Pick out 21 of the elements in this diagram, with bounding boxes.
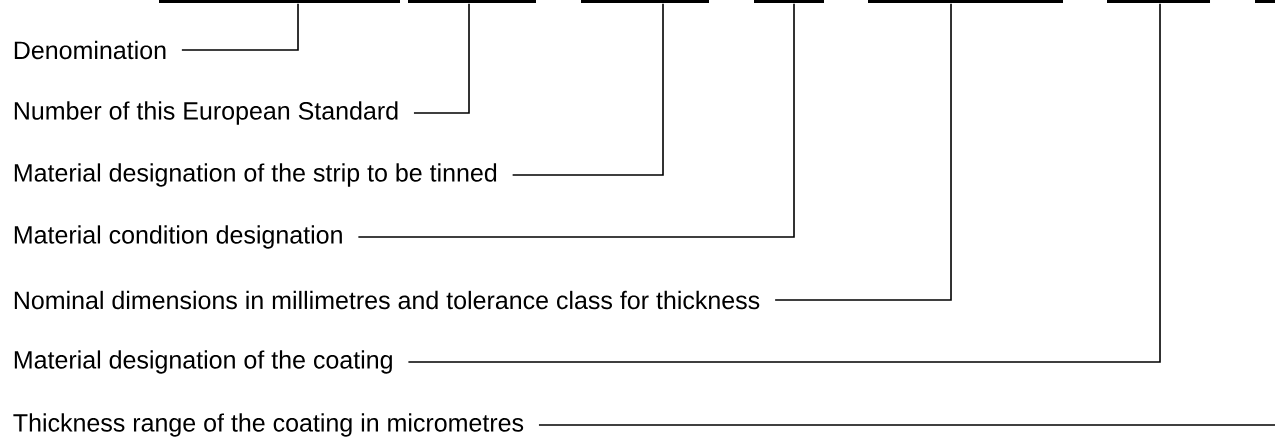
leader-line [181,3,299,51]
blank-line [408,0,536,3]
blank-line [754,0,824,3]
leader-line [511,3,664,176]
blank-line [1255,0,1275,3]
label-text: Material designation of the coating [14,350,392,374]
blank-line [1107,0,1210,3]
leader-line [774,3,952,301]
leader-line [407,3,1161,363]
leader-line [413,3,470,114]
blank-line [581,0,709,3]
label-text: Material designation of the strip to be tinned [14,163,497,187]
label-text: Number of this European Standard [14,101,398,125]
label-text: Nominal dimensions in millimetres and tolerance class for thickness [14,290,760,310]
leader-line [538,424,1275,426]
blank-line [159,0,400,3]
label-text: Material condition designation [14,225,342,249]
label-text: Denomination [14,40,166,60]
label-text: Thickness range of the coating in micrometres [13,413,524,437]
leader-line [357,3,795,238]
blank-line [868,0,1063,3]
